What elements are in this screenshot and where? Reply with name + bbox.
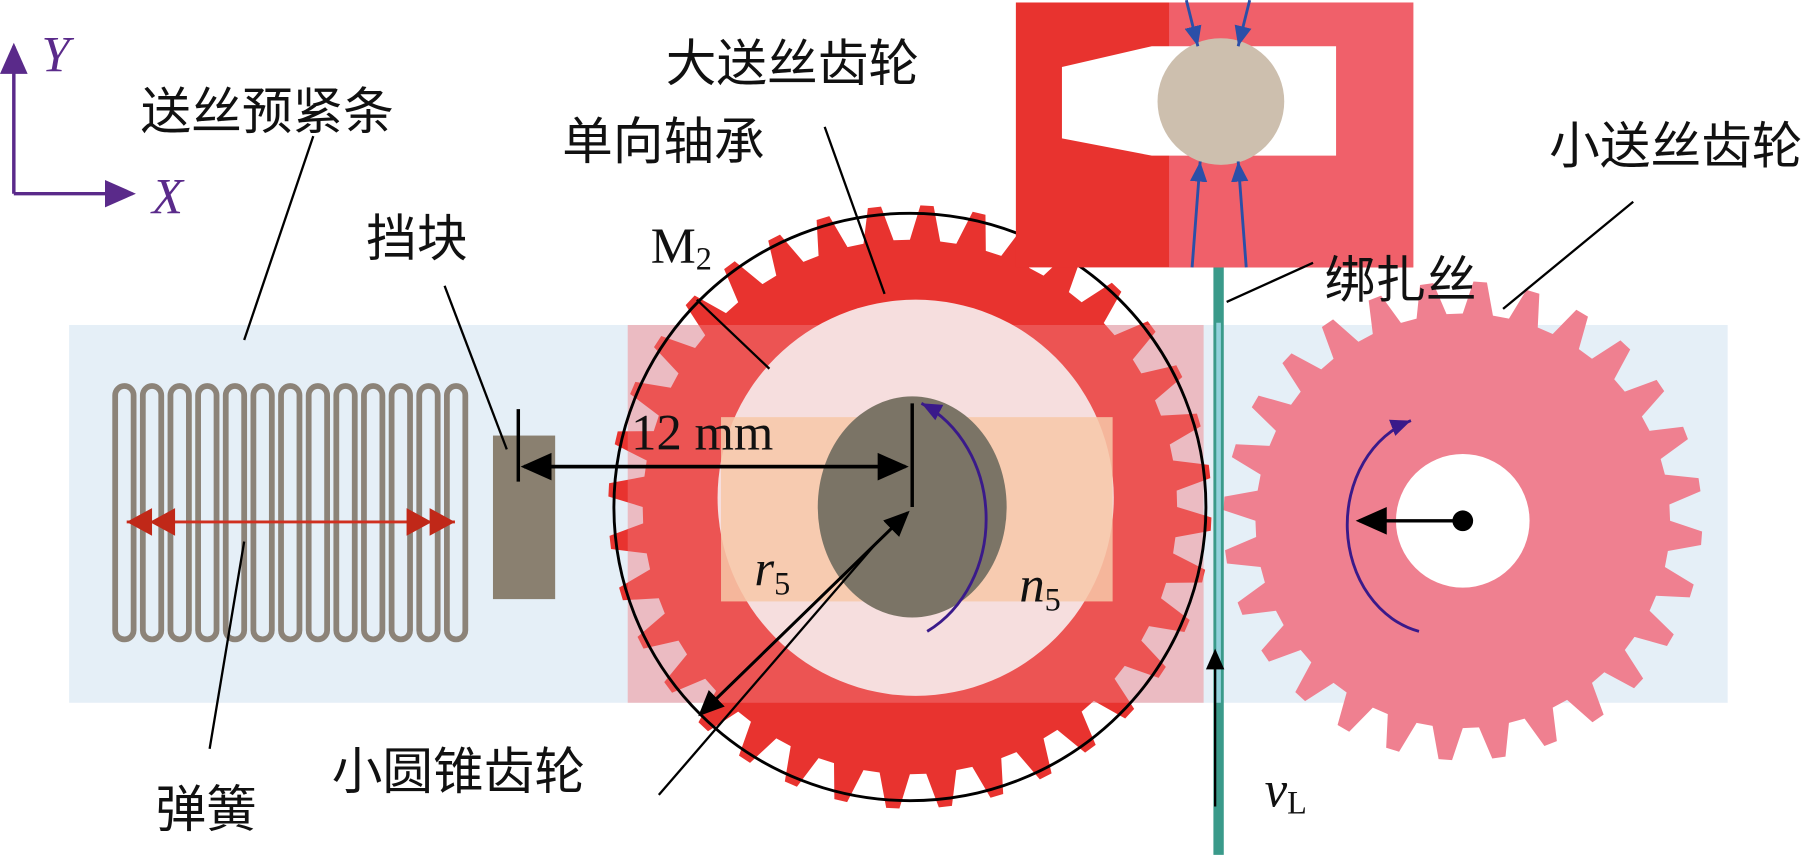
wire-cross-section (1157, 38, 1285, 165)
spring-coil (278, 383, 303, 643)
rotation-arrow-small (1345, 419, 1420, 633)
big-feed-gear (608, 205, 1212, 809)
rotation-arrow-big (920, 402, 988, 633)
label-big-feed-gear: 大送丝齿轮 (666, 34, 919, 93)
label-spring: 弹簧 (155, 780, 256, 839)
spring-coil (139, 383, 165, 643)
label-stopper: 挡块 (366, 209, 467, 268)
label-m2: M2 (651, 218, 712, 277)
label-n5: n5 (1019, 556, 1060, 617)
spring-coil (361, 383, 386, 643)
label-small-feed-gear: 小送丝齿轮 (1549, 117, 1802, 176)
x-axis-label: X (150, 168, 185, 224)
label-binding-wire: 绑扎丝 (1325, 250, 1477, 309)
label-one-way-bearing: 单向轴承 (562, 112, 765, 171)
pitch-circle (612, 211, 1208, 803)
spring-coil (195, 383, 220, 643)
spring-coil (222, 383, 248, 643)
stopper-block (492, 435, 556, 600)
spring-coil (250, 383, 275, 643)
spring-coil (333, 383, 358, 643)
spring-coil (305, 383, 330, 643)
wire-clamp-inset (1015, 0, 1414, 268)
spring-coil (112, 383, 137, 643)
label-vl: vL (1265, 761, 1307, 820)
label-distance: 12 mm (631, 404, 773, 460)
label-pretension-bar: 送丝预紧条 (141, 82, 394, 141)
y-axis-label: Y (41, 27, 74, 83)
coordinate-axes: Y X (0, 27, 185, 224)
spring-coil (444, 383, 469, 643)
label-small-bevel-gear: 小圆锥齿轮 (332, 742, 585, 801)
label-r5: r5 (754, 540, 790, 601)
